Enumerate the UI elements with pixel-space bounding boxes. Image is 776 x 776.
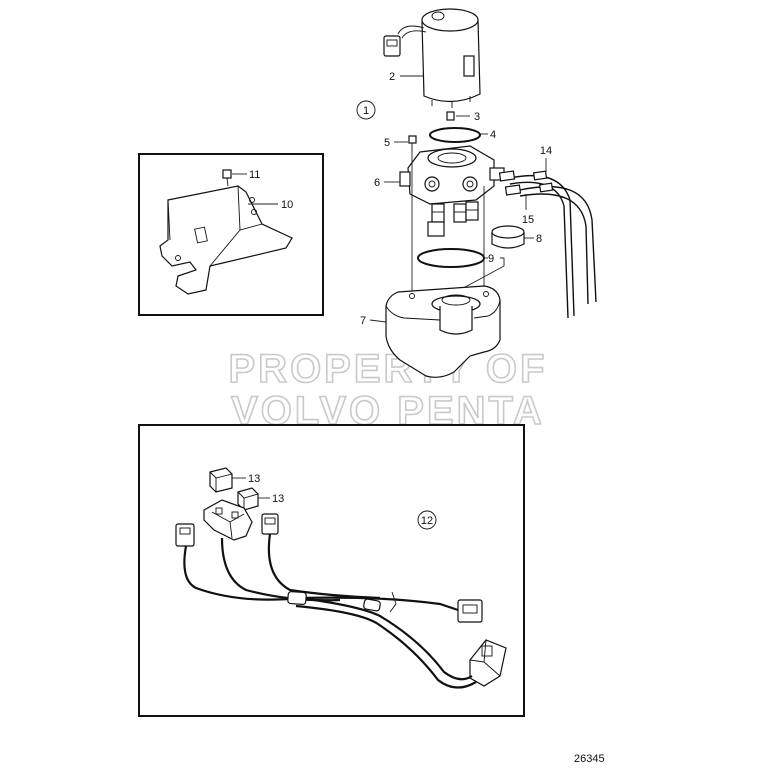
drawing-number: 26345 <box>574 753 605 765</box>
coupling <box>446 111 455 121</box>
electric-motor <box>383 8 481 108</box>
watermark-line-1: PROPERTY OF <box>229 347 548 391</box>
callout-1-circle <box>356 100 376 120</box>
callout-7: 7 <box>360 315 366 327</box>
o-ring-lower <box>417 248 485 268</box>
connector-left <box>175 523 195 547</box>
callout-4: 4 <box>490 129 496 141</box>
callout-14: 14 <box>540 145 552 157</box>
watermark: PROPERTY OF VOLVO PENTA <box>228 346 548 434</box>
harness-inset: 12 13 13 <box>138 424 525 717</box>
bracket-inset-frame <box>138 153 324 316</box>
callout-11: 11 <box>249 169 260 181</box>
pump-assembly: 1 2 3 4 5 <box>356 8 597 378</box>
valve-block <box>399 145 505 237</box>
oil-reservoir <box>385 285 501 378</box>
callout-12-circle <box>417 510 437 530</box>
mounting-bracket <box>159 185 293 295</box>
callout-1: 1 <box>363 105 369 117</box>
connector-mid <box>261 513 279 535</box>
connector-right <box>457 599 483 623</box>
hydraulic-hoses <box>498 170 597 319</box>
callout-6: 6 <box>374 177 380 189</box>
wire-harness <box>183 533 477 689</box>
bracket-inset: 11 10 <box>138 153 324 316</box>
screw-5 <box>408 135 417 152</box>
callout-8: 8 <box>536 233 542 245</box>
connector-large <box>469 639 507 687</box>
o-ring-upper <box>429 127 481 143</box>
callout-15: 15 <box>522 214 534 226</box>
callout-12: 12 <box>421 515 433 527</box>
relay-upper <box>209 467 233 493</box>
screw-11 <box>222 169 232 187</box>
harness-inset-frame <box>138 424 525 717</box>
callout-3: 3 <box>474 111 480 123</box>
callout-5: 5 <box>384 137 390 149</box>
relay-holder <box>203 499 253 541</box>
callout-9: 9 <box>488 253 494 265</box>
callout-10: 10 <box>281 199 293 211</box>
filter-cap <box>491 225 525 249</box>
callout-2: 2 <box>389 71 395 83</box>
watermark-line-2: VOLVO PENTA <box>231 389 545 433</box>
callout-13-upper: 13 <box>248 473 260 485</box>
callout-13-lower: 13 <box>272 493 284 505</box>
